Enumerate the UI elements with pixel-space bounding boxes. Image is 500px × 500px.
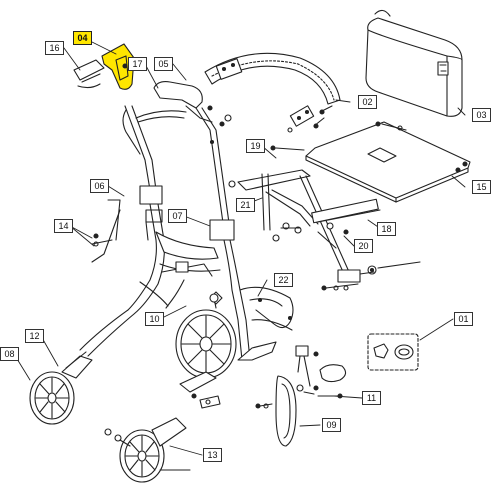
part-brake-pads <box>179 371 221 409</box>
part-rear-wheel <box>175 293 237 379</box>
leader-lines <box>13 41 466 456</box>
callout-20: 20 <box>354 239 373 253</box>
callout-09: 09 <box>322 418 341 432</box>
callout-18: 18 <box>377 222 396 236</box>
callout-16: 16 <box>45 41 64 55</box>
callout-01: 01 <box>454 312 473 326</box>
part-bag <box>365 9 463 117</box>
callout-07: 07 <box>168 209 187 223</box>
part-handle-grip <box>73 59 105 89</box>
part-front-wheel-right <box>104 417 191 483</box>
callout-02: 02 <box>358 95 377 109</box>
callout-13: 13 <box>203 448 222 462</box>
callout-05: 05 <box>154 57 173 71</box>
part-front-wheel-left <box>29 351 93 425</box>
callout-17: 17 <box>128 57 147 71</box>
part-seat-frame <box>228 169 421 291</box>
callout-08: 08 <box>0 347 19 361</box>
callout-12: 12 <box>25 329 44 343</box>
callout-10: 10 <box>145 312 164 326</box>
callout-14: 14 <box>54 219 73 233</box>
callout-21: 21 <box>236 198 255 212</box>
callout-19: 19 <box>246 139 265 153</box>
callout-04-highlighted: 04 <box>73 31 92 45</box>
part-left-frame <box>79 105 165 357</box>
callout-03: 03 <box>472 108 491 122</box>
part-caster-bracket <box>317 364 347 399</box>
part-seat <box>270 121 471 203</box>
callout-22: 22 <box>274 273 293 287</box>
part-backrest <box>204 52 341 133</box>
part-detail-box <box>367 333 419 371</box>
part-caster-wheel <box>255 345 319 447</box>
part-clamps <box>91 199 121 263</box>
callout-11: 11 <box>362 391 381 405</box>
callout-15: 15 <box>472 180 491 194</box>
callout-06: 06 <box>90 179 109 193</box>
part-brake-handle-highlighted <box>101 43 135 90</box>
